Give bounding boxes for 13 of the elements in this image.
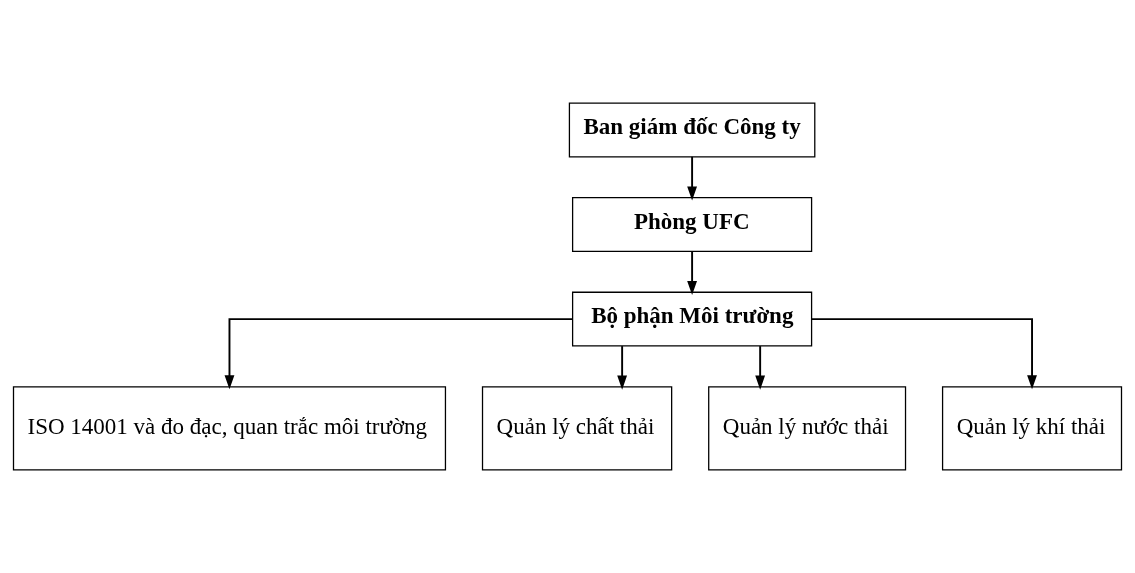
node-box: Quản lý nước thải bbox=[708, 386, 907, 471]
node-box: Bộ phận Môi trường bbox=[571, 291, 813, 347]
arrow bbox=[687, 155, 698, 201]
node-box: Phòng UFC bbox=[571, 197, 813, 252]
node-box: ISO 14001 và đo đạc, quan trắc môi trường bbox=[12, 386, 447, 471]
arrow bbox=[755, 345, 766, 390]
arrow bbox=[617, 345, 628, 390]
arrow bbox=[224, 318, 574, 390]
node-box: Quản lý chất thải bbox=[481, 386, 673, 471]
node-box: Quản lý khí thải bbox=[941, 386, 1123, 471]
arrow bbox=[811, 318, 1037, 390]
arrow bbox=[687, 250, 698, 296]
node-box: Ban giám đốc Công ty bbox=[568, 102, 816, 158]
